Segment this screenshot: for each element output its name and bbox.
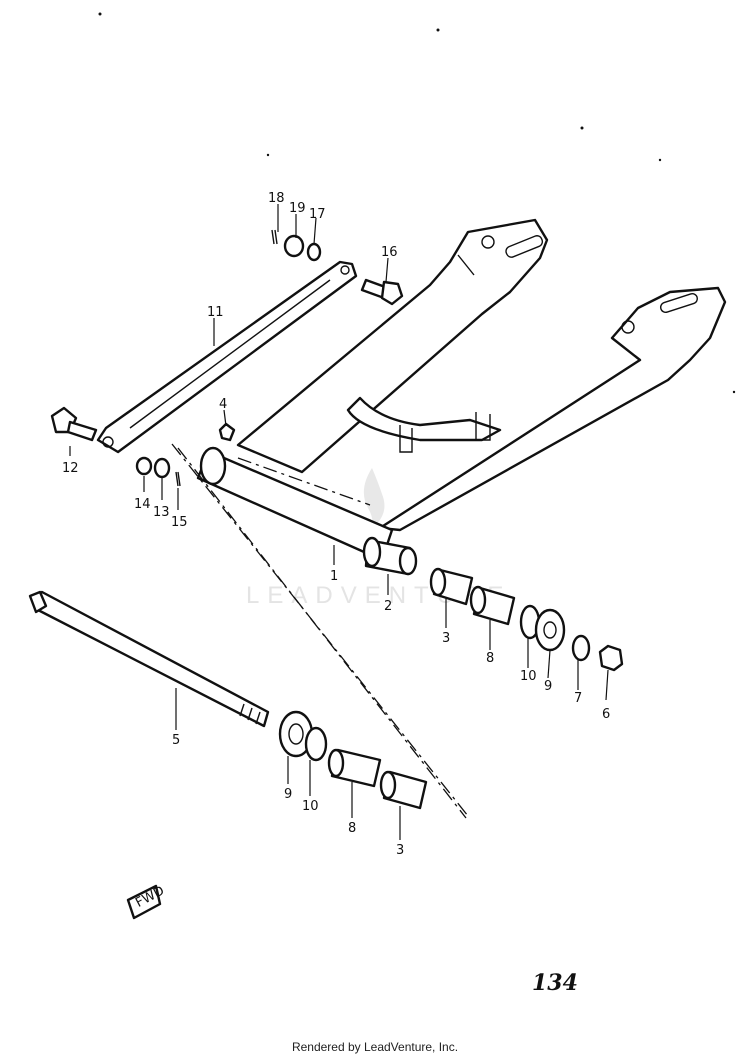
scan-specks (98, 12, 736, 394)
page-number: 134 (532, 970, 578, 996)
footer-credit: Rendered by LeadVenture, Inc. (291, 1040, 459, 1054)
fwd-arrow-icon: FWD (126, 883, 167, 920)
callout-9-upper: 9 (544, 679, 552, 694)
hardware-13-14-15 (135, 456, 181, 487)
callout-leaders (69, 204, 609, 840)
callout-labels: 18 19 17 16 11 4 12 14 13 15 1 2 3 8 10 … (62, 191, 610, 858)
callout-13: 13 (153, 505, 170, 520)
callout-8-lower: 8 (348, 821, 356, 836)
callout-5: 5 (172, 733, 180, 748)
callout-6: 6 (602, 707, 610, 722)
hardware-17-18-19 (271, 229, 322, 262)
lower-stack-hardware (278, 710, 428, 810)
bolt-12 (50, 406, 98, 442)
swing-arm (196, 218, 727, 576)
callout-9-lower: 9 (284, 787, 292, 802)
callout-17: 17 (309, 207, 326, 222)
callout-3-upper: 3 (442, 631, 450, 646)
callout-8-upper: 8 (486, 651, 494, 666)
callout-15: 15 (171, 515, 188, 530)
callout-10-upper: 10 (520, 669, 537, 684)
right-stack-hardware (429, 567, 624, 672)
callout-14: 14 (134, 497, 151, 512)
callout-16: 16 (381, 245, 398, 260)
callout-7: 7 (574, 691, 582, 706)
pivot-shaft-5 (28, 590, 270, 728)
callout-3-lower: 3 (396, 843, 404, 858)
torque-link (96, 260, 358, 454)
callout-12: 12 (62, 461, 79, 476)
callout-10-lower: 10 (302, 799, 319, 814)
bolt-16 (360, 278, 404, 306)
callout-2: 2 (384, 599, 392, 614)
callout-18: 18 (268, 191, 285, 206)
callout-1: 1 (330, 569, 338, 584)
callout-4: 4 (219, 397, 227, 412)
callout-19: 19 (289, 201, 306, 216)
callout-11: 11 (207, 305, 224, 320)
assembly-lines (171, 443, 469, 819)
